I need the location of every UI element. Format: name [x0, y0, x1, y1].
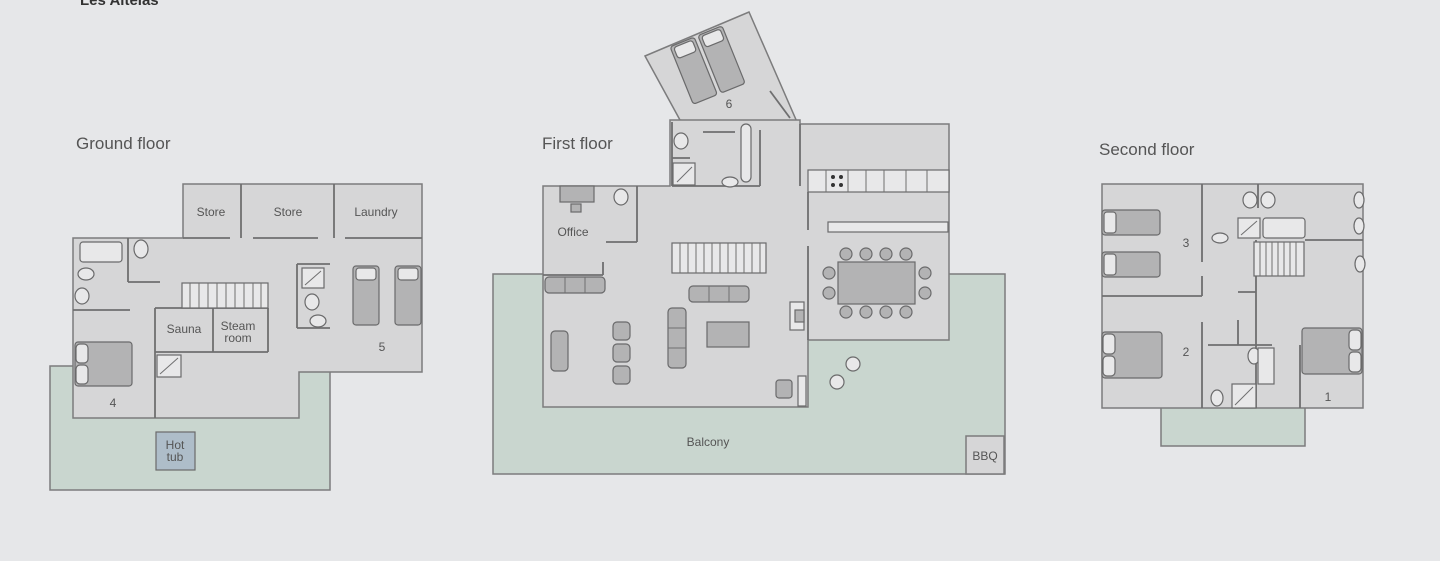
toilet-icon — [304, 293, 320, 311]
sofa-icon — [544, 276, 606, 294]
armchair-icon — [612, 321, 631, 341]
double-bed-icon — [74, 341, 133, 387]
desk-icon — [559, 185, 595, 203]
ground-floor-plan: Store Store Laundry Sauna Steam room 4 5… — [49, 183, 423, 491]
ground-floor-title: Ground floor — [76, 134, 171, 153]
bedroom-number-6: 6 — [726, 97, 733, 111]
fireplace-icon — [794, 309, 805, 323]
hot-tub-label: Hot — [166, 438, 185, 452]
armchair-icon — [612, 343, 631, 363]
kitchen-counter — [807, 169, 950, 193]
room-label-steam: Steam — [221, 319, 256, 333]
second-floor-plan: 3 2 1 — [1101, 183, 1366, 447]
first-floor-plan: Office Balcony BBQ 6 — [492, 11, 1006, 475]
hot-tub — [155, 431, 196, 471]
bbq-label: BBQ — [972, 449, 997, 463]
sink-icon — [1353, 191, 1365, 209]
bathtub-icon — [1262, 217, 1306, 239]
room-label-sauna: Sauna — [167, 322, 202, 336]
bedroom-number-3: 3 — [1183, 236, 1190, 250]
double-bed-icon — [1101, 331, 1163, 379]
balcony-chair-icon — [829, 374, 845, 390]
pillow-icon — [397, 267, 419, 281]
sideboard-icon — [797, 375, 807, 407]
first-walls — [543, 90, 809, 340]
balcony-chair-icon — [845, 356, 861, 372]
bathtub-icon — [79, 241, 123, 263]
hot-tub-label: tub — [167, 450, 184, 464]
second-floor-title: Second floor — [1099, 140, 1195, 159]
kitchen-island — [827, 221, 949, 233]
second-floor-terrace — [1160, 405, 1306, 447]
armchair-icon — [550, 330, 569, 372]
single-bed-icon — [394, 265, 422, 326]
bedroom-number-4: 4 — [110, 396, 117, 410]
bedroom-6-beds — [670, 26, 745, 104]
double-bed-icon — [1301, 327, 1363, 375]
sink-icon — [1354, 255, 1366, 273]
single-bed-icon — [352, 265, 380, 326]
pillow-icon — [75, 343, 89, 364]
pillow-icon — [1102, 333, 1116, 355]
sink-icon — [77, 267, 95, 281]
bedroom-number-2: 2 — [1183, 345, 1190, 359]
sofa-icon — [667, 307, 687, 369]
toilet-icon — [673, 132, 689, 150]
bedroom-number-5: 5 — [379, 340, 386, 354]
coffee-table-icon — [706, 321, 750, 348]
armchair-icon — [775, 379, 793, 399]
sink-icon — [309, 314, 327, 328]
shower-icon — [672, 162, 696, 186]
sink-icon — [1211, 232, 1229, 244]
room-label-office: Office — [557, 225, 588, 239]
room-label-store: Store — [274, 205, 303, 219]
toilet-icon — [74, 287, 90, 305]
bathtub-icon — [1257, 347, 1275, 385]
room-label-laundry: Laundry — [354, 205, 397, 219]
armchair-icon — [612, 365, 631, 385]
pillow-icon — [1348, 351, 1362, 373]
pillow-icon — [1103, 253, 1117, 276]
room-label-room: room — [224, 331, 251, 345]
ground-stairs — [181, 282, 269, 309]
room-label-store: Store — [197, 205, 226, 219]
pillow-icon — [1348, 329, 1362, 351]
first-floor-title: First floor — [542, 134, 613, 153]
first-stairs — [671, 242, 767, 274]
bbq-box — [965, 435, 1005, 475]
dining-table — [822, 247, 932, 319]
bedroom-number-1: 1 — [1325, 390, 1332, 404]
sink-icon — [721, 176, 739, 188]
toilet-icon — [1210, 389, 1224, 407]
page-title: Les Alteias — [80, 0, 159, 9]
bathtub-icon — [740, 123, 752, 183]
pillow-icon — [1102, 355, 1116, 377]
second-stairs — [1253, 241, 1305, 277]
office-chair-icon — [570, 203, 582, 213]
balcony-label: Balcony — [687, 435, 730, 449]
pillow-icon — [1103, 211, 1117, 234]
sink-icon — [1353, 217, 1365, 235]
toilet-icon — [1242, 191, 1258, 209]
pillow-icon — [355, 267, 377, 281]
toilet-icon — [133, 239, 149, 259]
toilet-icon — [1260, 191, 1276, 209]
toilet-icon — [613, 188, 629, 206]
sofa-icon — [688, 285, 750, 303]
pillow-icon — [75, 364, 89, 385]
ground-walls — [73, 184, 422, 418]
